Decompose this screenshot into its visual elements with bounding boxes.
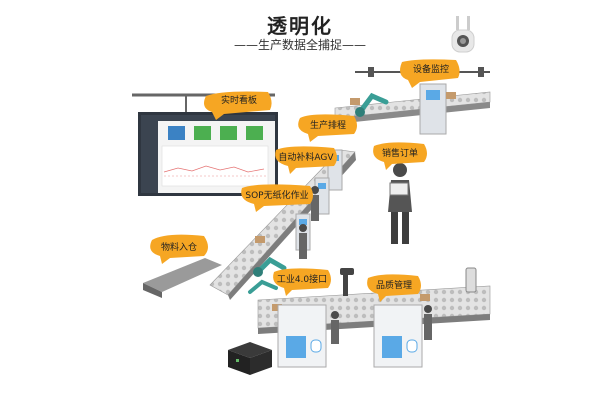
lower-machine-left [277,304,327,368]
callout-quality-mgmt: 品质管理 [375,281,412,291]
page-title: 透明化 [267,14,333,38]
lower-machine-right [373,304,423,368]
barcode-scanner-icon [340,268,354,296]
callout-sop-paperless: SOP无纸化作业 [245,191,309,201]
page-subtitle: ——生产数据全捕捉—— [233,38,366,52]
callout-material-inbound: 物料入仓 [160,243,197,253]
callout-sales-order: 销售订单 [381,149,418,159]
callout-shapes [150,59,460,302]
callout-auto-agv: 自动补料AGV [278,153,334,163]
callout-realtime-board: 实时看板 [220,96,257,106]
upper-machine [419,83,447,135]
network-box-icon [228,342,272,375]
callout-production-schedule: 生产排程 [309,121,346,131]
dashboard-screen-icon [132,93,278,196]
security-camera-icon [451,16,475,53]
callout-device-monitor: 设备监控 [412,65,449,75]
handheld-device-icon [465,267,477,293]
boxes [255,92,456,311]
robot-arm-icon [248,92,389,294]
material-inbound-belt [143,258,222,298]
tablet-icon [389,182,409,196]
callout-industry-interface: 工业4.0接口 [276,275,328,285]
